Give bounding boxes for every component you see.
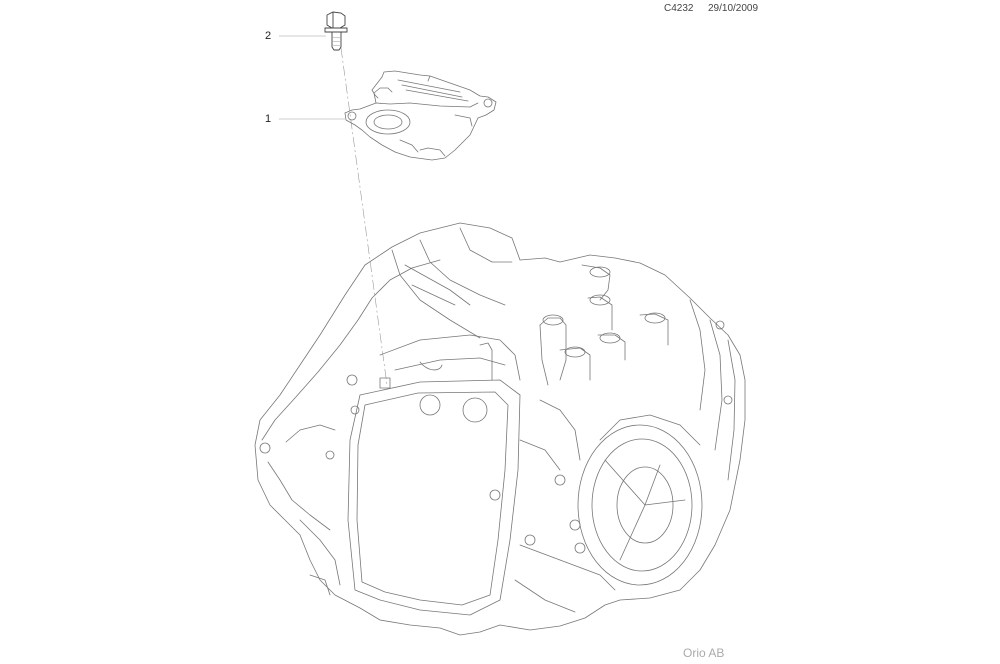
bolt-drawing [324,11,348,51]
callout-number-2: 2 [265,30,272,42]
callout-number-1: 1 [265,113,272,125]
assembly-axis-line [340,47,388,386]
transmission-housing-drawing [254,222,746,636]
sensor-module-drawing [344,70,497,161]
drawing-code: C4232 [664,3,694,14]
drawing-date: 29/10/2009 [708,3,759,14]
footer-credit: Orio AB [683,646,725,660]
